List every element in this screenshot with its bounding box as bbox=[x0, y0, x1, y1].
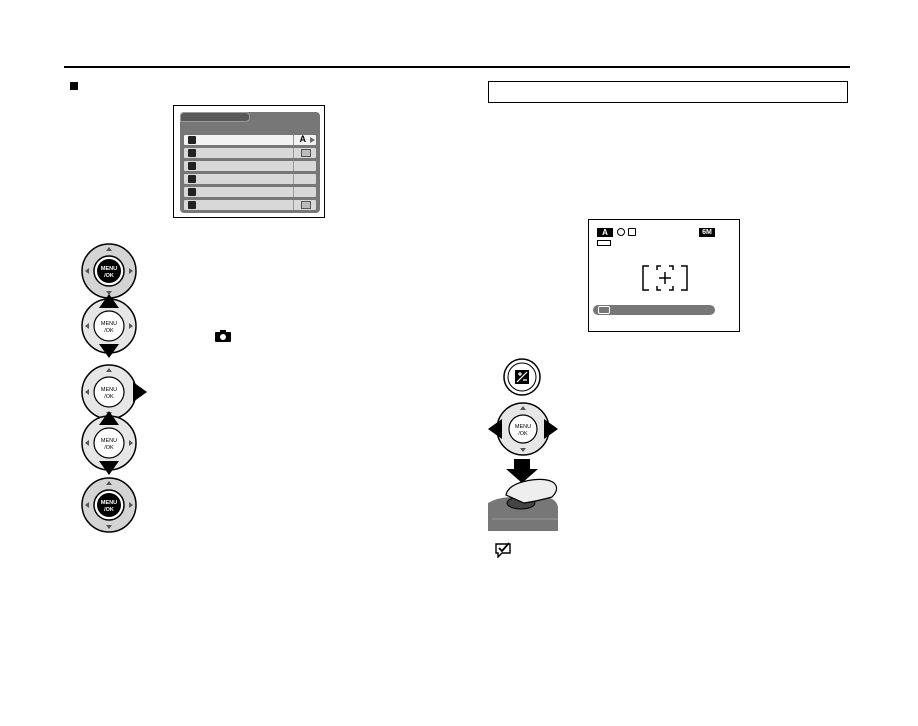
svg-text:/OK: /OK bbox=[104, 328, 114, 334]
image-size-badge: 6M bbox=[699, 228, 715, 237]
svg-text:MENU: MENU bbox=[101, 387, 117, 393]
af-frame-icon bbox=[642, 265, 688, 291]
check-memo-icon bbox=[494, 542, 514, 558]
svg-text:/OK: /OK bbox=[518, 431, 528, 437]
menu-row bbox=[184, 187, 316, 197]
svg-text:/OK: /OK bbox=[104, 445, 114, 451]
menu-screen: A bbox=[173, 105, 325, 218]
dial-step-4: MENU /OK bbox=[79, 411, 143, 475]
shooting-mode-badge: A bbox=[597, 228, 613, 237]
exposure-compensation-bar bbox=[593, 305, 715, 315]
battery-icon bbox=[597, 240, 611, 246]
exposure-compensation-icon bbox=[598, 306, 610, 314]
menu-tab bbox=[180, 112, 250, 122]
dpad-up-down-icon: MENU /OK bbox=[81, 294, 137, 358]
shutter-press-illustration bbox=[488, 459, 558, 531]
dial-center-label-2: /OK bbox=[104, 273, 114, 279]
dial-step-1: MENU /OK bbox=[79, 241, 143, 301]
menu-row bbox=[184, 200, 316, 210]
menu-selected-value: A bbox=[299, 134, 307, 144]
svg-text:/OK: /OK bbox=[104, 507, 114, 513]
dpad-left-right-icon: MENU /OK bbox=[488, 402, 558, 456]
camera-icon bbox=[188, 136, 196, 144]
dpad-menu-ok-icon: MENU /OK bbox=[81, 243, 137, 299]
exposure-button-icon bbox=[503, 358, 541, 396]
dpad-menu-ok-icon: MENU /OK bbox=[81, 477, 137, 533]
svg-text:/OK: /OK bbox=[104, 394, 114, 400]
svg-text:MENU: MENU bbox=[101, 500, 117, 506]
menu-row bbox=[184, 161, 316, 171]
stabilizer-icon bbox=[617, 228, 625, 236]
dial-lr: MENU /OK bbox=[488, 401, 558, 457]
section-marker-icon bbox=[70, 82, 78, 90]
exposure-compensation-button bbox=[502, 357, 542, 397]
dpad-right-icon: MENU /OK bbox=[81, 364, 147, 420]
menu-row bbox=[184, 174, 316, 184]
menu-row-selected: A bbox=[184, 134, 316, 145]
svg-text:MENU: MENU bbox=[101, 321, 117, 327]
dpad-up-down-icon: MENU /OK bbox=[81, 411, 137, 475]
camera-icon bbox=[215, 330, 231, 342]
flash-mode-icon bbox=[628, 228, 636, 236]
chevron-right-icon bbox=[310, 137, 315, 143]
svg-text:MENU: MENU bbox=[515, 424, 531, 430]
menu-row bbox=[184, 148, 316, 158]
dial-center-label-1: MENU bbox=[101, 266, 117, 272]
lcd-screen: A 6M bbox=[588, 219, 740, 332]
header-rule bbox=[64, 66, 850, 68]
right-heading-box bbox=[488, 81, 848, 103]
dial-step-5: MENU /OK bbox=[79, 475, 143, 535]
dial-step-3: MENU /OK bbox=[79, 362, 147, 422]
dial-step-2: MENU /OK bbox=[79, 294, 143, 358]
svg-text:MENU: MENU bbox=[101, 438, 117, 444]
shutter-button-press-icon bbox=[488, 459, 558, 531]
